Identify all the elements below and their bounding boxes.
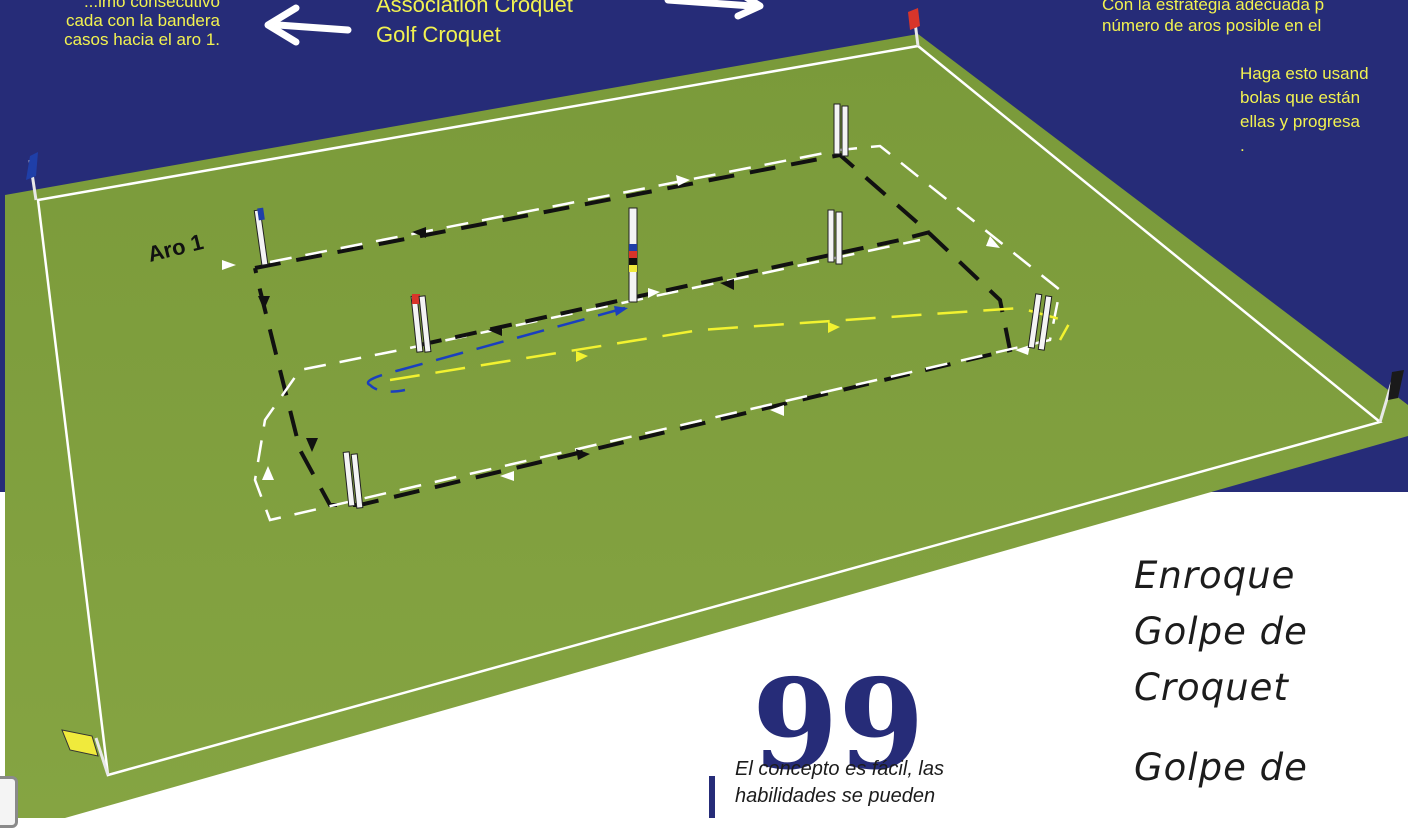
quote-line-2: habilidades se pueden: [735, 783, 944, 810]
center-peg-icon: [629, 208, 637, 302]
shot-croquet[interactable]: Croquet: [1134, 660, 1308, 716]
shot-types-list: Enroque Golpe de Croquet Golpe de: [1134, 548, 1308, 796]
shot-golpe-de-1[interactable]: Golpe de: [1134, 604, 1308, 660]
shot-golpe-de-2[interactable]: Golpe de: [1134, 740, 1308, 796]
quote-line-1: El concepto es fácil, las: [735, 756, 944, 783]
quote-text: El concepto es fácil, las habilidades se…: [735, 756, 944, 810]
quote-accent-bar: [709, 776, 715, 818]
scroll-widget[interactable]: [0, 776, 18, 828]
shot-enroque[interactable]: Enroque: [1134, 548, 1308, 604]
left-arrow-icon: [268, 8, 348, 42]
right-arrow-icon: [668, 0, 760, 16]
